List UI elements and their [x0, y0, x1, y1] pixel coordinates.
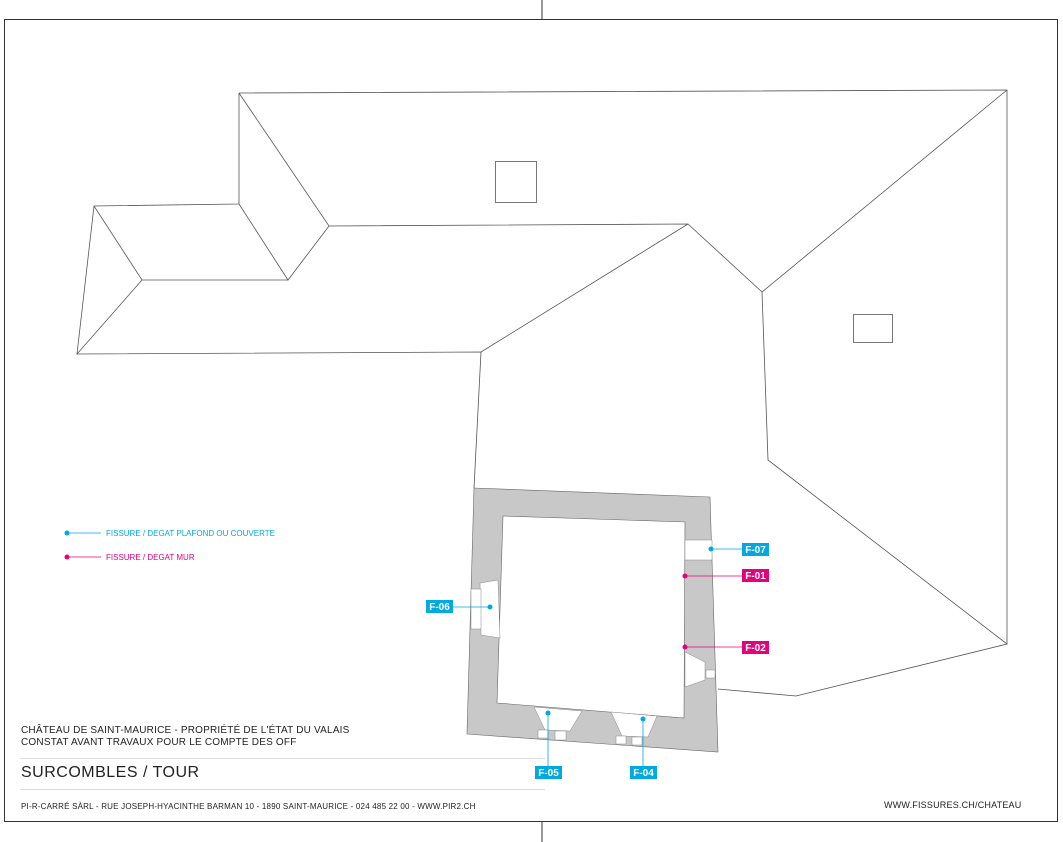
legend-item-wall: FISSURE / DEGAT MUR: [64, 553, 195, 562]
page-frame: [4, 19, 1058, 822]
wall-opening: [537, 729, 549, 739]
marker-f-04[interactable]: F-04: [630, 716, 657, 780]
marker-label: F-07: [745, 545, 766, 556]
wall-opening: [705, 669, 716, 679]
wall-opening: [684, 651, 706, 688]
roof-outline: [76, 89, 1008, 697]
info-block: CHÂTEAU DE SAINT-MAURICE - PROPRIÉTÉ DE …: [21, 725, 350, 749]
wall-opening: [631, 736, 643, 746]
project-line: CHÂTEAU DE SAINT-MAURICE - PROPRIÉTÉ DE …: [21, 725, 350, 736]
wall-opening: [615, 735, 627, 745]
tower-walls: [466, 487, 719, 753]
marker-tag: [742, 569, 769, 582]
marker-tag: [742, 543, 769, 556]
tower: [466, 487, 719, 753]
marker-tag: [742, 641, 769, 654]
marker-label: F-01: [745, 571, 766, 582]
page-title: SURCOMBLES / TOUR: [21, 764, 200, 781]
marker-label: F-05: [538, 768, 559, 779]
marker-f-01[interactable]: F-01: [682, 569, 770, 582]
legend-item-ceiling: FISSURE / DEGAT PLAFOND OU COUVERTE: [64, 529, 275, 538]
website-link[interactable]: WWW.FISSURES.CH/CHATEAU: [884, 800, 1022, 810]
legend-label-wall: FISSURE / DEGAT MUR: [106, 553, 195, 562]
marker-f-02[interactable]: F-02: [682, 641, 770, 654]
marker-f-07[interactable]: F-07: [708, 543, 770, 556]
marker-f-06[interactable]: F-06: [426, 600, 493, 613]
legend-label-ceiling: FISSURE / DEGAT PLAFOND OU COUVERTE: [106, 529, 275, 538]
marker-tag: [535, 766, 562, 779]
mandate-line: CONSTAT AVANT TRAVAUX POUR LE COMPTE DES…: [21, 737, 297, 748]
roof-hatch: [495, 161, 537, 203]
wall-opening: [470, 588, 482, 630]
wall-opening: [684, 539, 713, 561]
company-footer: PI-R-CARRÉ SÀRL - RUE JOSEPH-HYACINTHE B…: [21, 802, 476, 811]
marker-label: F-04: [633, 768, 654, 779]
marker-label: F-02: [745, 643, 766, 654]
marker-tag: [426, 600, 453, 613]
legend: FISSURE / DEGAT PLAFOND OU COUVERTE FISS…: [64, 529, 275, 562]
wall-opening: [610, 711, 658, 738]
roof-hatch: [853, 314, 893, 343]
wall-opening: [554, 730, 567, 741]
marker-f-05[interactable]: F-05: [535, 710, 562, 780]
marker-tag: [630, 766, 657, 779]
marker-label: F-06: [429, 602, 450, 613]
